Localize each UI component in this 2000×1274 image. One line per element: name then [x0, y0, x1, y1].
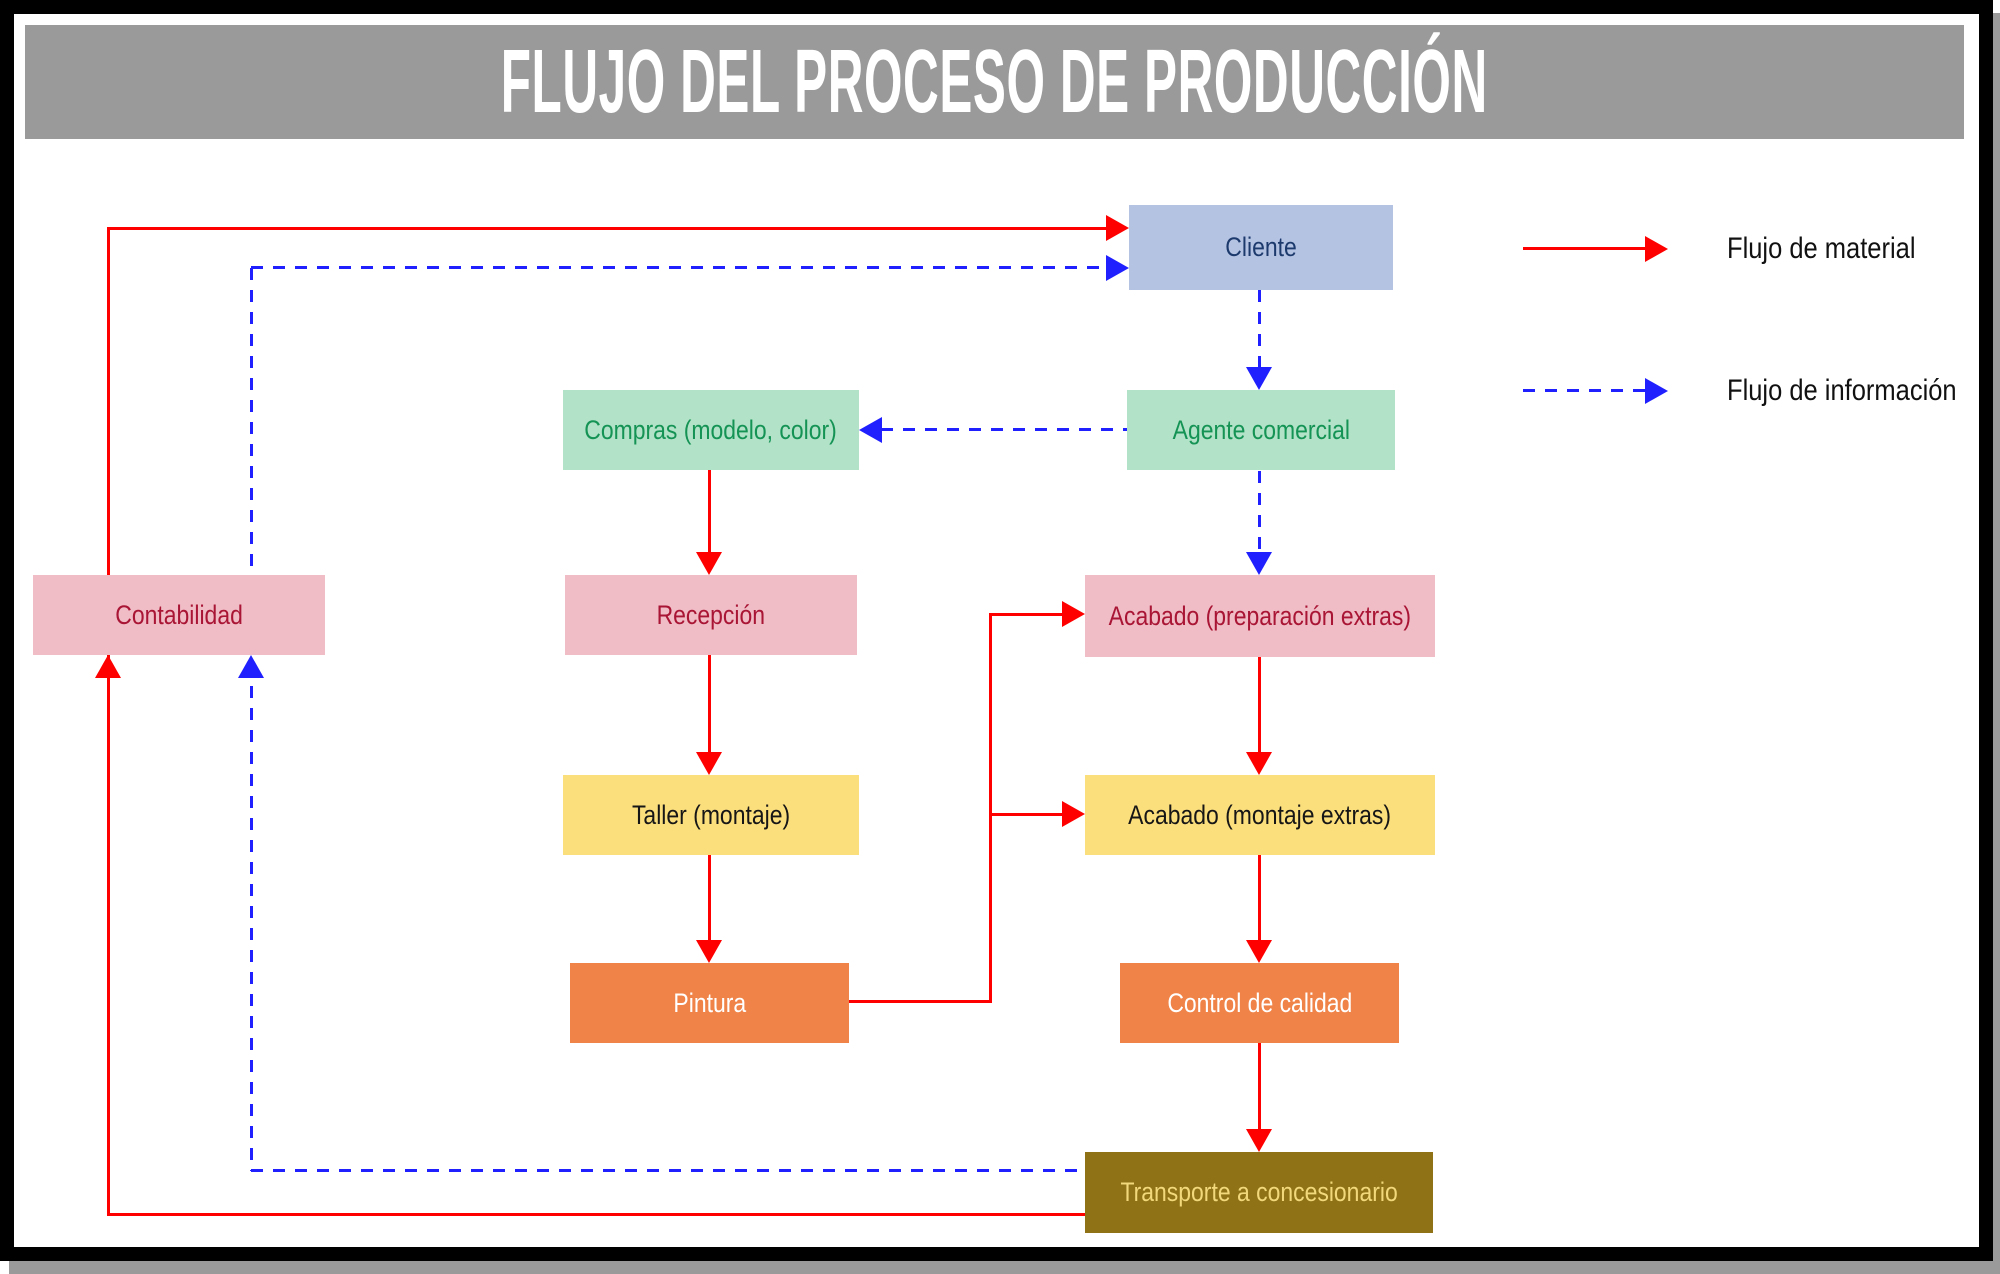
edge-pintura-acabado-montaje-arrowhead [1062, 801, 1085, 827]
edge-transporte-contabilidad-info-bottom-line [251, 1169, 1085, 1172]
node-cliente-label: Cliente [1225, 232, 1297, 262]
edge-recepcion-taller-arrowhead [696, 752, 722, 775]
edge-contabilidad-cliente-info-top-line [251, 266, 1107, 269]
edge-montaje-control-arrowhead [1246, 940, 1272, 963]
edge-contabilidad-cliente-arrowhead [1106, 215, 1129, 241]
legend-informacion-line [1523, 389, 1646, 392]
legend-informacion-arrowhead [1645, 378, 1668, 404]
edge-agente-preparacion-arrowhead [1246, 552, 1272, 575]
legend-material-line [1523, 247, 1646, 250]
edge-cliente-agente-line [1258, 290, 1261, 369]
node-recepcion: Recepción [565, 575, 857, 655]
edge-compras-recepcion-line [708, 470, 711, 556]
edge-transporte-contabilidad-info-arrowhead [238, 655, 264, 678]
edge-recepcion-taller-line [708, 655, 711, 754]
node-pintura: Pintura [570, 963, 849, 1043]
node-taller-montaje: Taller (montaje) [563, 775, 859, 855]
edge-transporte-contabilidad-bottom-line [107, 1213, 1085, 1216]
node-control-calidad: Control de calidad [1120, 963, 1399, 1043]
edge-agente-compras-line [881, 428, 1127, 431]
edge-agente-preparacion-line [1258, 471, 1261, 554]
edge-contabilidad-cliente-top-line [107, 227, 1107, 230]
legend-informacion-label: Flujo de información [1727, 371, 1997, 411]
edge-taller-pintura-line [708, 855, 711, 942]
title-bar: FLUJO DEL PROCESO DE PRODUCCIÓN [25, 25, 1964, 139]
node-taller-montaje-label: Taller (montaje) [631, 799, 791, 830]
node-acabado-montaje-label: Acabado (montaje extras) [1128, 799, 1392, 830]
node-contabilidad: Contabilidad [33, 575, 325, 655]
legend-informacion-label-text: Flujo de información [1727, 374, 1957, 407]
node-control-calidad-label: Control de calidad [1166, 987, 1352, 1018]
node-pintura-label: Pintura [673, 987, 746, 1018]
edge-compras-recepcion-arrowhead [696, 552, 722, 575]
edge-cliente-agente-arrowhead [1246, 367, 1272, 390]
edge-agente-compras-arrowhead [859, 417, 882, 443]
edge-contabilidad-cliente-info-arrowhead [1106, 255, 1129, 281]
legend-material-arrowhead [1645, 236, 1668, 262]
node-compras-label: Compras (modelo, color) [584, 414, 838, 445]
edge-left-blue-vertical-line [250, 268, 253, 1171]
node-compras: Compras (modelo, color) [563, 390, 859, 470]
edge-pintura-acabado-preparacion-line [989, 613, 1063, 616]
legend-material-label: Flujo de material [1727, 229, 1949, 269]
node-recepcion-label: Recepción [656, 599, 766, 630]
node-agente-comercial-label: Agente comercial [1172, 414, 1350, 445]
node-acabado-montaje: Acabado (montaje extras) [1085, 775, 1435, 855]
edge-preparacion-montaje-arrowhead [1246, 752, 1272, 775]
node-transporte-concesionario-label: Transporte a concesionario [1120, 1177, 1398, 1207]
node-acabado-preparacion-label: Acabado (preparación extras) [1108, 600, 1412, 631]
node-cliente: Cliente [1129, 205, 1393, 290]
legend-material-label-text: Flujo de material [1727, 232, 1916, 265]
edge-pintura-acabado-preparacion-arrowhead [1062, 601, 1085, 627]
edge-preparacion-montaje-line [1258, 655, 1261, 754]
page-title: FLUJO DEL PROCESO DE PRODUCCIÓN [501, 31, 1488, 132]
edge-transporte-contabilidad-arrowhead [95, 655, 121, 678]
node-agente-comercial: Agente comercial [1127, 390, 1395, 470]
edge-pintura-acabado-montaje-line [989, 813, 1063, 816]
edge-pintura-branch-vertical [989, 613, 992, 1003]
edge-control-transporte-line [1258, 1043, 1261, 1131]
node-transporte-concesionario: Transporte a concesionario [1085, 1152, 1433, 1233]
edge-montaje-control-line [1258, 855, 1261, 942]
node-acabado-preparacion: Acabado (preparación extras) [1085, 575, 1435, 657]
edge-pintura-out-horizontal [849, 1000, 992, 1003]
edge-taller-pintura-arrowhead [696, 940, 722, 963]
edge-control-transporte-arrowhead [1246, 1129, 1272, 1152]
node-contabilidad-label: Contabilidad [115, 599, 243, 630]
edge-left-red-vertical-line [107, 228, 110, 1216]
